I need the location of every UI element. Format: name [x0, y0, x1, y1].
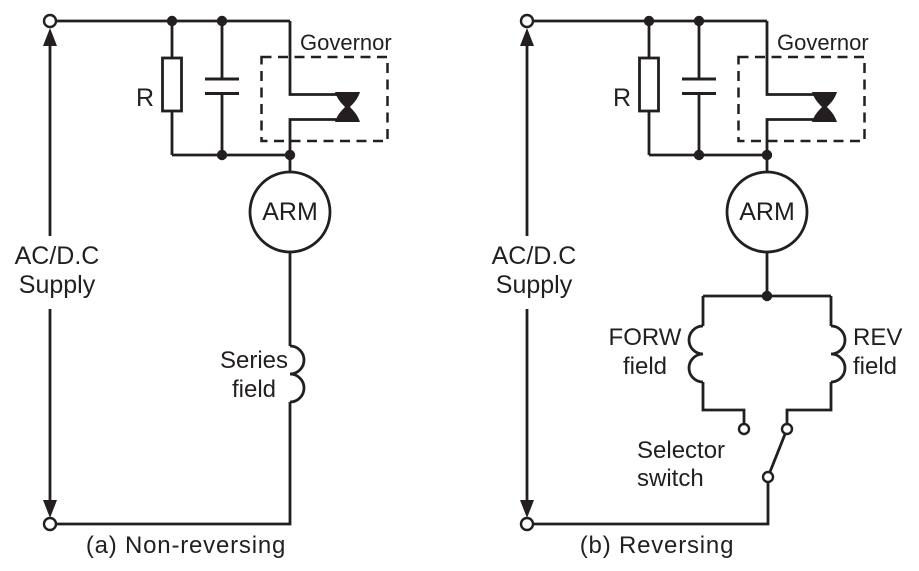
- series-field-label-line1: Series: [220, 347, 288, 374]
- supply-label-line2: Supply: [19, 271, 96, 299]
- junction-dot: [643, 15, 655, 27]
- armature-label: ARM: [262, 198, 318, 226]
- switch-arm: [768, 433, 787, 473]
- reverse-field-coil: [830, 324, 847, 384]
- governor-label: Governor: [300, 30, 392, 55]
- junction-dot: [693, 15, 705, 27]
- supply-label-line1: AC/D.C: [15, 242, 100, 270]
- junction-dot: [166, 15, 178, 27]
- junction-dot: [761, 149, 773, 161]
- switch-pivot: [761, 470, 775, 484]
- armature-label: ARM: [739, 198, 795, 226]
- governor-box: [737, 55, 866, 143]
- supply-arrow-down-icon: [520, 500, 534, 518]
- resistor-label: R: [136, 84, 154, 112]
- supply-terminal-top: [42, 13, 58, 29]
- supply-terminal-top: [519, 13, 535, 29]
- resistor-symbol: [638, 56, 660, 113]
- supply-arrow-up-icon: [520, 28, 534, 46]
- diagram-a: AC/D.C Supply R Governor ARM: [15, 13, 392, 559]
- supply-label-line1: AC/D.C: [492, 242, 577, 270]
- resistor-symbol: [161, 56, 183, 113]
- junction-dot: [693, 149, 705, 161]
- reverse-field-label-line2: field: [853, 353, 897, 380]
- series-field-label-line2: field: [232, 376, 276, 403]
- selector-switch-label-line1: Selector: [637, 437, 725, 464]
- series-field-coil: [289, 344, 306, 404]
- junction-dot: [216, 149, 228, 161]
- supply-terminal-bottom: [42, 516, 58, 532]
- supply-arrow-up-icon: [43, 28, 57, 46]
- forward-field-label-line2: field: [623, 353, 667, 380]
- junction-dot: [216, 15, 228, 27]
- reverse-field-branch-wire: [785, 296, 833, 424]
- switch-contact-forward: [737, 422, 751, 436]
- supply-arrow-down-icon: [43, 500, 57, 518]
- selector-switch-label-line2: switch: [637, 465, 704, 492]
- junction-dot: [284, 149, 296, 161]
- governor-label: Governor: [777, 30, 869, 55]
- caption-a: (a) Non-reversing: [86, 532, 286, 559]
- forward-field-label-line1: FORW: [609, 324, 682, 351]
- governor-box: [260, 55, 389, 143]
- switch-to-supply-wire: [533, 482, 770, 526]
- capacitor-symbol: [682, 77, 716, 95]
- capacitor-symbol: [205, 77, 239, 95]
- reverse-field-label-line1: REV: [853, 324, 902, 351]
- diagram-b: AC/D.C Supply R Governor ARM: [492, 13, 902, 559]
- forward-field-coil: [687, 324, 704, 384]
- field-to-supply-wire: [56, 402, 292, 526]
- governor-contact-symbol: [812, 92, 837, 122]
- caption-b: (b) Reversing: [580, 532, 734, 559]
- switch-contact-reverse: [780, 422, 794, 436]
- resistor-label: R: [613, 84, 631, 112]
- forward-field-branch-wire: [701, 296, 746, 424]
- supply-terminal-bottom: [519, 516, 535, 532]
- supply-label-line2: Supply: [496, 271, 573, 299]
- governor-contact-symbol: [335, 92, 360, 122]
